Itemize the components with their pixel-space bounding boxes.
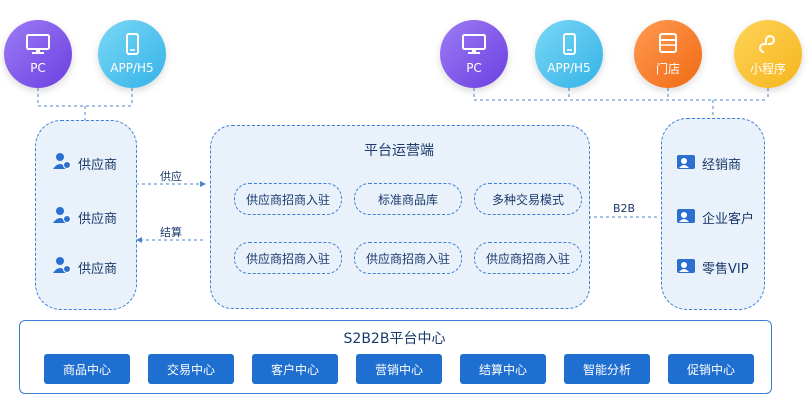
supplier-label: 供应商 bbox=[78, 211, 118, 227]
store-icon bbox=[655, 32, 681, 58]
user-icon bbox=[52, 205, 72, 229]
phone-icon bbox=[556, 33, 582, 59]
flow-label-b2b: B2B bbox=[613, 202, 636, 215]
center-title: S2B2B平台中心 bbox=[343, 331, 446, 347]
monitor-icon bbox=[25, 33, 51, 59]
phone-icon bbox=[119, 33, 145, 59]
center-module-button[interactable]: 商品中心 bbox=[44, 354, 130, 384]
center-module-button[interactable]: 营销中心 bbox=[356, 354, 442, 384]
user-icon bbox=[52, 151, 72, 175]
platform-module: 供应商招商入驻 bbox=[234, 242, 342, 274]
flow-label-settle: 结算 bbox=[160, 226, 182, 239]
supplier-item: 供应商 bbox=[52, 205, 117, 229]
supplier-panel bbox=[35, 120, 137, 310]
center-module-button[interactable]: 客户中心 bbox=[252, 354, 338, 384]
client-app-right: APP/H5 bbox=[535, 20, 603, 88]
platform-module: 供应商招商入驻 bbox=[234, 183, 342, 215]
platform-module: 多种交易模式 bbox=[474, 183, 582, 215]
client-mini-program: 小程序 bbox=[734, 20, 802, 88]
flow-label-supply: 供应 bbox=[160, 170, 182, 183]
platform-module: 供应商招商入驻 bbox=[474, 242, 582, 274]
center-module-button[interactable]: 促销中心 bbox=[668, 354, 754, 384]
customer-label: 零售VIP bbox=[702, 261, 749, 277]
client-label: 门店 bbox=[655, 61, 680, 76]
customer-icon bbox=[676, 255, 696, 279]
client-app-left: APP/H5 bbox=[98, 20, 166, 88]
customer-label: 企业客户 bbox=[702, 211, 755, 227]
client-label: 小程序 bbox=[749, 61, 786, 76]
customer-label: 经销商 bbox=[702, 157, 742, 173]
platform-module: 供应商招商入驻 bbox=[354, 242, 462, 274]
customer-item: 零售VIP bbox=[676, 255, 749, 279]
monitor-icon bbox=[461, 33, 487, 59]
client-label: APP/H5 bbox=[547, 61, 591, 75]
customer-icon bbox=[676, 151, 696, 175]
client-label: PC bbox=[466, 61, 482, 75]
supplier-item: 供应商 bbox=[52, 255, 117, 279]
supplier-label: 供应商 bbox=[78, 261, 118, 277]
customer-item: 经销商 bbox=[676, 151, 741, 175]
user-icon bbox=[52, 255, 72, 279]
platform-panel bbox=[210, 125, 590, 309]
platform-module: 标准商品库 bbox=[354, 183, 462, 215]
client-pc-right: PC bbox=[440, 20, 508, 88]
mini-program-icon bbox=[755, 32, 781, 58]
customer-item: 企业客户 bbox=[676, 205, 754, 229]
client-label: APP/H5 bbox=[110, 61, 154, 75]
client-pc-left: PC bbox=[4, 20, 72, 88]
supplier-label: 供应商 bbox=[78, 157, 118, 173]
client-label: PC bbox=[30, 61, 46, 75]
center-module-button[interactable]: 结算中心 bbox=[460, 354, 546, 384]
client-store: 门店 bbox=[634, 20, 702, 88]
center-module-button[interactable]: 智能分析 bbox=[564, 354, 650, 384]
customer-icon bbox=[676, 205, 696, 229]
platform-title: 平台运营端 bbox=[364, 143, 434, 159]
center-module-button[interactable]: 交易中心 bbox=[148, 354, 234, 384]
supplier-item: 供应商 bbox=[52, 151, 117, 175]
